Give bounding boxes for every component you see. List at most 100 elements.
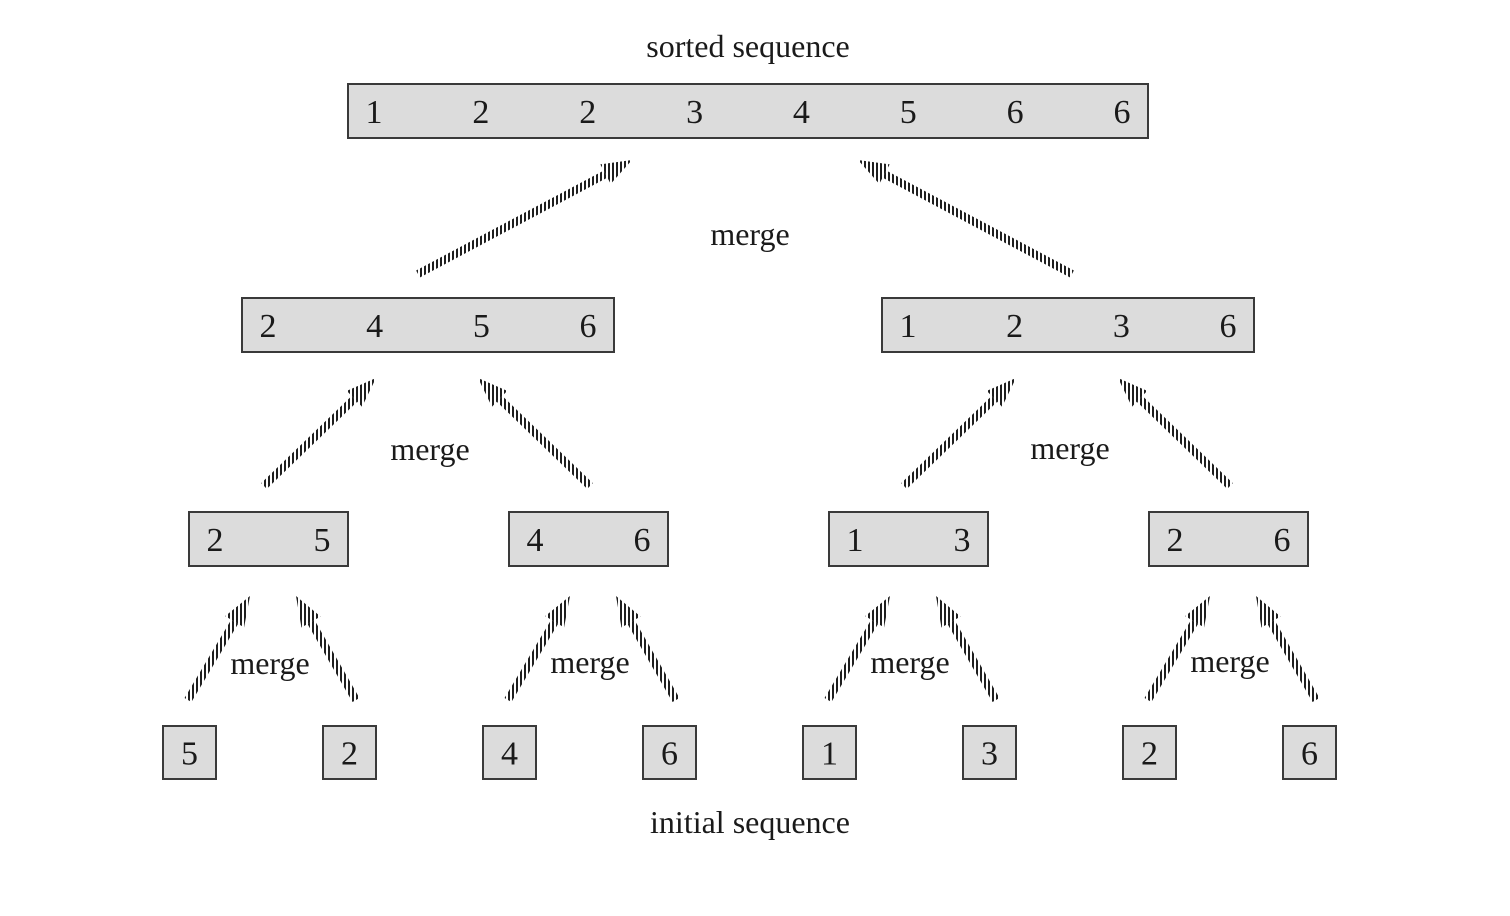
sequence-value: 4 bbox=[793, 94, 810, 131]
sequence-box: 6 bbox=[642, 725, 697, 780]
sequence-value: 2 bbox=[1167, 522, 1184, 559]
sequence-value: 6 bbox=[1274, 522, 1291, 559]
sequence-value: 2 bbox=[1006, 308, 1023, 345]
arrow-shaft bbox=[1267, 619, 1320, 702]
merge-label: merge bbox=[870, 644, 949, 680]
arrow-head bbox=[296, 596, 321, 628]
merge-arrow bbox=[416, 160, 632, 278]
sequence-value: 2 bbox=[207, 522, 224, 559]
arrow-shaft bbox=[627, 619, 680, 702]
sequence-box: 4 bbox=[482, 725, 537, 780]
sequence-box-frame bbox=[1282, 725, 1337, 780]
sequence-box-frame bbox=[1148, 511, 1309, 567]
sequence-box: 1 2 3 6 bbox=[881, 297, 1255, 353]
sequence-value: 3 bbox=[954, 522, 971, 559]
sequence-value: 2 bbox=[260, 308, 277, 345]
merge-arrow bbox=[858, 160, 1074, 278]
sequence-box-frame bbox=[1122, 725, 1177, 780]
sequence-box-frame bbox=[962, 725, 1017, 780]
merge-arrow bbox=[1144, 596, 1210, 703]
merge-arrow bbox=[1118, 378, 1233, 489]
sequence-box-frame bbox=[642, 725, 697, 780]
sequence-value: 1 bbox=[900, 308, 917, 345]
sequence-value: 2 bbox=[1141, 736, 1158, 773]
diagram-title: sorted sequence bbox=[646, 28, 849, 64]
sequence-value: 3 bbox=[1113, 308, 1130, 345]
arrow-shaft bbox=[416, 170, 608, 278]
arrow-shaft bbox=[824, 619, 879, 703]
sequence-value: 6 bbox=[580, 308, 597, 345]
sequence-value: 6 bbox=[661, 736, 678, 773]
sequence-box-frame bbox=[881, 297, 1255, 353]
merge-label: merge bbox=[550, 644, 629, 680]
sequence-value: 4 bbox=[501, 736, 518, 773]
merge-arrow bbox=[936, 596, 1000, 702]
sequence-box-frame bbox=[347, 83, 1149, 139]
arrow-head bbox=[346, 378, 376, 407]
merge-arrow bbox=[901, 378, 1016, 489]
sequence-value: 5 bbox=[473, 308, 490, 345]
arrow-head bbox=[1185, 596, 1210, 628]
arrow-head bbox=[478, 378, 508, 407]
arrow-shaft bbox=[184, 619, 239, 703]
merge-arrow bbox=[1256, 596, 1320, 702]
merge-label: merge bbox=[1190, 643, 1269, 679]
sequence-value: 2 bbox=[472, 94, 489, 131]
sequence-value: 6 bbox=[1301, 736, 1318, 773]
sequence-value: 1 bbox=[847, 522, 864, 559]
merge-arrow bbox=[824, 596, 890, 703]
arrow-head bbox=[1256, 596, 1281, 628]
sequence-box: 1 bbox=[802, 725, 857, 780]
merge-arrow bbox=[478, 378, 593, 489]
arrow-head bbox=[225, 596, 250, 628]
arrow-head bbox=[986, 378, 1016, 407]
arrow-shaft bbox=[261, 395, 358, 489]
sequence-box: 2 4 5 6 bbox=[241, 297, 615, 353]
arrow-head bbox=[1118, 378, 1148, 407]
arrow-shaft bbox=[504, 619, 559, 703]
arrow-shaft bbox=[947, 619, 1000, 702]
arrow-head bbox=[865, 596, 890, 628]
diagram-footer: initial sequence bbox=[650, 804, 850, 840]
merge-arrow bbox=[616, 596, 680, 702]
merge-label: merge bbox=[230, 645, 309, 681]
merge-arrow bbox=[296, 596, 360, 702]
sequence-box: 6 bbox=[1282, 725, 1337, 780]
arrow-head bbox=[936, 596, 961, 628]
arrow-head bbox=[858, 160, 890, 184]
merge-arrows bbox=[184, 160, 1320, 703]
merge-arrow bbox=[184, 596, 250, 703]
sequence-box-frame bbox=[482, 725, 537, 780]
merge-label: merge bbox=[1030, 430, 1109, 466]
arrow-shaft bbox=[882, 170, 1074, 278]
merge-label: merge bbox=[390, 431, 469, 467]
sequence-value: 1 bbox=[821, 736, 838, 773]
sequence-box: 5 bbox=[162, 725, 217, 780]
arrow-shaft bbox=[1136, 395, 1233, 489]
sequence-box-frame bbox=[241, 297, 615, 353]
sequence-value: 3 bbox=[686, 94, 703, 131]
sequence-value: 4 bbox=[366, 308, 383, 345]
sequence-value: 6 bbox=[1114, 94, 1131, 131]
arrow-head bbox=[616, 596, 641, 628]
arrow-head bbox=[600, 160, 632, 184]
merge-arrow bbox=[504, 596, 570, 703]
arrow-shaft bbox=[1144, 619, 1199, 703]
sequence-box: 2 bbox=[1122, 725, 1177, 780]
arrow-shaft bbox=[307, 619, 360, 702]
sequence-value: 6 bbox=[634, 522, 651, 559]
sequence-value: 2 bbox=[341, 736, 358, 773]
sequence-value: 2 bbox=[579, 94, 596, 131]
merge-arrow bbox=[261, 378, 376, 489]
sequence-value: 6 bbox=[1007, 94, 1024, 131]
sequence-value: 6 bbox=[1220, 308, 1237, 345]
sequence-value: 5 bbox=[181, 736, 198, 773]
